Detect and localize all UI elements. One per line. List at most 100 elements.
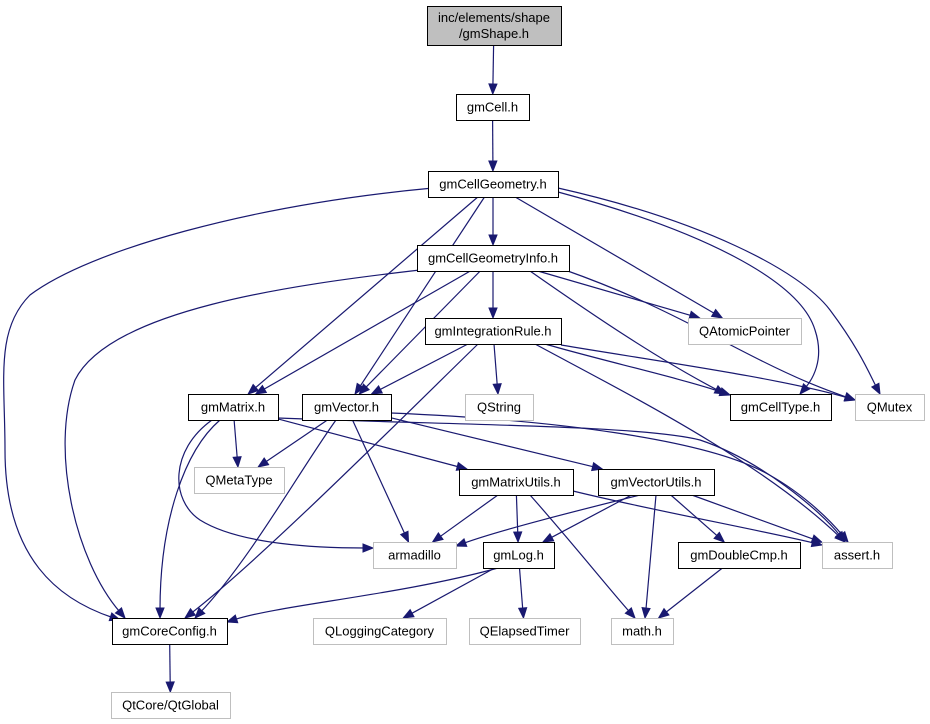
edge-gmCellGeometryInfo-to-gmVector [358,270,481,395]
edge-line [515,494,519,535]
node-assert: assert.h [822,542,893,569]
edge-gmMatrix-to-gmCoreConfig [155,419,221,620]
node-label: QtCore/QtGlobal [122,698,219,713]
edge-line [493,343,498,387]
node-gmLog[interactable]: gmLog.h [483,542,555,569]
arrowhead-icon [257,457,270,468]
edge-line [410,567,495,615]
node-box [425,318,562,345]
edge-line [64,269,421,613]
node-box [194,467,285,494]
edge-gmMatrixUtils-to-armadillo [431,494,499,543]
edge-line [233,419,238,460]
node-label: QString [477,400,521,415]
arrowhead-icon [370,384,384,395]
edge-line [564,269,848,398]
edge-gmIntegrationRule-to-QString [492,343,502,396]
node-box [730,394,832,421]
arrowhead-icon [194,607,206,619]
edge-line [529,494,631,613]
node-label: assert.h [834,548,880,563]
node-gmMatrix[interactable]: gmMatrix.h [188,394,279,421]
edge-line [572,490,815,544]
node-QElapsedTimer: QElapsedTimer [469,618,581,645]
edge-line [438,494,499,538]
edge-line [544,343,723,393]
node-label: armadillo [388,548,441,563]
node-gmVectorUtils[interactable]: gmVectorUtils.h [598,469,715,496]
edge-gmVectorUtils-to-math [641,494,657,620]
node-label: gmVector.h [314,400,379,415]
node-label: gmLog.h [493,548,544,563]
node-label: gmMatrix.h [201,400,265,415]
arrowhead-icon [488,234,498,247]
edge-line [664,567,723,614]
arrowhead-icon [254,384,268,395]
arrowhead-icon [354,382,365,396]
dependency-nodes: inc/elements/shape/gmShape.h gmCell.h gmCe… [111,6,925,719]
node-box [611,618,674,645]
edge-line [529,270,719,391]
node-box [459,469,574,496]
edge-gmMatrixUtils-to-math [529,494,636,620]
edge-line [378,343,469,391]
node-gmCell[interactable]: gmCell.h [456,94,530,121]
node-label: gmCoreConfig.h [122,624,217,639]
arrowhead-icon [488,307,498,320]
node-gmIntegrationRule[interactable]: gmIntegrationRule.h [425,318,562,345]
arrowhead-icon [591,461,604,472]
node-gmCellType[interactable]: gmCellType.h [730,394,832,421]
edge-gmVector-to-gmVectorUtils [390,417,604,472]
edge-gmMatrix-to-armadillo [178,419,375,553]
node-gmVector[interactable]: gmVector.h [302,394,392,421]
node-label: gmCell.h [467,100,518,115]
node-label: gmCellGeometryInfo.h [428,251,558,266]
edge-line [169,643,171,685]
edge-gmVectorUtils-to-gmDoubleCmp [670,494,726,543]
node-armadillo: armadillo [373,542,457,569]
node-gmCellGeometryInfo[interactable]: gmCellGeometryInfo.h [417,245,570,272]
edge-line [549,494,632,539]
arrowhead-icon [488,83,498,96]
arrowhead-icon [183,607,197,619]
node-QString: QString [465,394,534,421]
node-box [428,171,559,198]
edge-gmCellGeometry-to-gmCellType [557,191,820,396]
edge-line [390,417,595,468]
node-gmCellGeometry[interactable]: gmCellGeometry.h [428,171,559,198]
edge-gmCellGeometry-to-gmMatrix [247,196,479,395]
edge-line [645,494,657,611]
node-gmMatrixUtils[interactable]: gmMatrixUtils.h [459,469,574,496]
edge-line [670,494,719,538]
edge-gmCellGeometryInfo-to-QAtomicPointer [537,270,702,320]
node-gmShape[interactable]: inc/elements/shape/gmShape.h [427,6,562,46]
arrowhead-icon [517,607,528,620]
arrowhead-icon [837,530,849,544]
arrowhead-icon [688,310,702,320]
edge-gmCellGeometryInfo-to-gmCoreConfig [64,269,421,620]
edge-line [518,567,524,611]
node-box [417,245,570,272]
node-QAtomicPointer: QAtomicPointer [688,318,802,345]
node-gmDoubleCmp[interactable]: gmDoubleCmp.h [678,542,801,569]
node-label: inc/elements/shape [438,10,550,25]
arrowhead-icon [358,383,371,395]
edge-gmCellGeometry-to-QMutex [557,187,881,396]
node-label: QElapsedTimer [480,624,570,639]
node-gmCoreConfig[interactable]: gmCoreConfig.h [112,618,228,645]
edge-line [264,419,328,463]
edge-line [534,343,840,537]
node-box [112,618,228,645]
edge-line [262,270,471,391]
node-box [855,394,925,421]
arrowhead-icon [232,456,242,469]
node-box [302,394,392,421]
node-box [465,394,534,421]
arrowhead-icon [225,614,239,624]
node-box [111,692,231,719]
edge-gmCoreConfig-to-QtGlobal [165,643,175,694]
arrowhead-icon [399,530,410,544]
edge-line [253,196,479,390]
edge-line [537,270,693,317]
